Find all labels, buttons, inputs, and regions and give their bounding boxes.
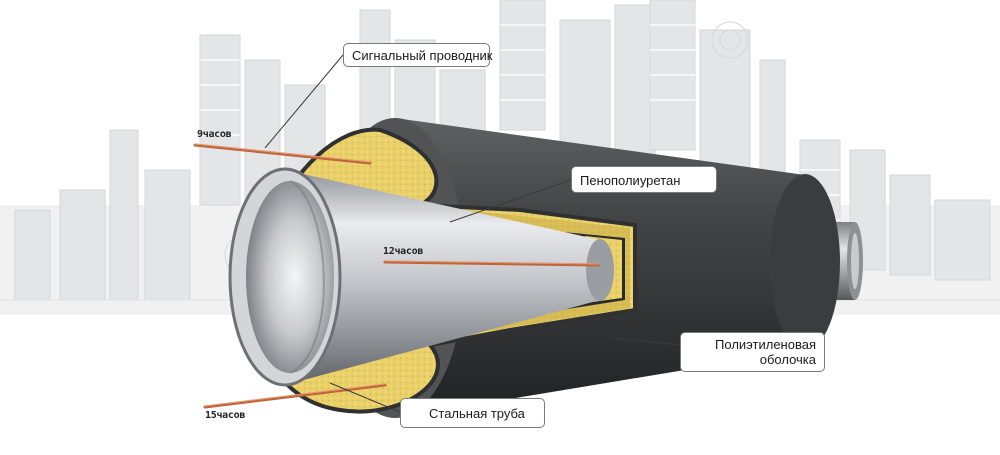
callout-steel-pipe: Стальная труба <box>400 398 545 428</box>
callout-polyethylene-sheath-line1: Полиэтиленовая <box>715 337 816 352</box>
leader-sheath <box>611 337 681 346</box>
callout-polyethylene-sheath-line2: оболочка <box>759 352 816 367</box>
wire-label-12: 12часов <box>383 246 424 257</box>
signal-wire-15 <box>203 383 387 409</box>
callout-polyethylene-sheath: Полиэтиленовая оболочка <box>680 332 825 372</box>
signal-wire-9 <box>193 143 372 165</box>
wire-label-9: 9часов <box>197 129 232 140</box>
callout-signal-conductor: Сигнальный проводник <box>343 43 492 67</box>
signal-wire-12 <box>383 260 600 267</box>
signal-wires <box>193 143 600 409</box>
leader-signal-conductor <box>264 54 344 149</box>
leader-lines <box>264 54 681 413</box>
leader-foam <box>449 179 572 223</box>
steel-pipe <box>228 167 614 387</box>
leader-steel-pipe <box>329 382 401 413</box>
callout-polyurethane-foam: Пенополиуретан <box>571 166 717 193</box>
wire-label-15: 15часов <box>205 410 246 421</box>
